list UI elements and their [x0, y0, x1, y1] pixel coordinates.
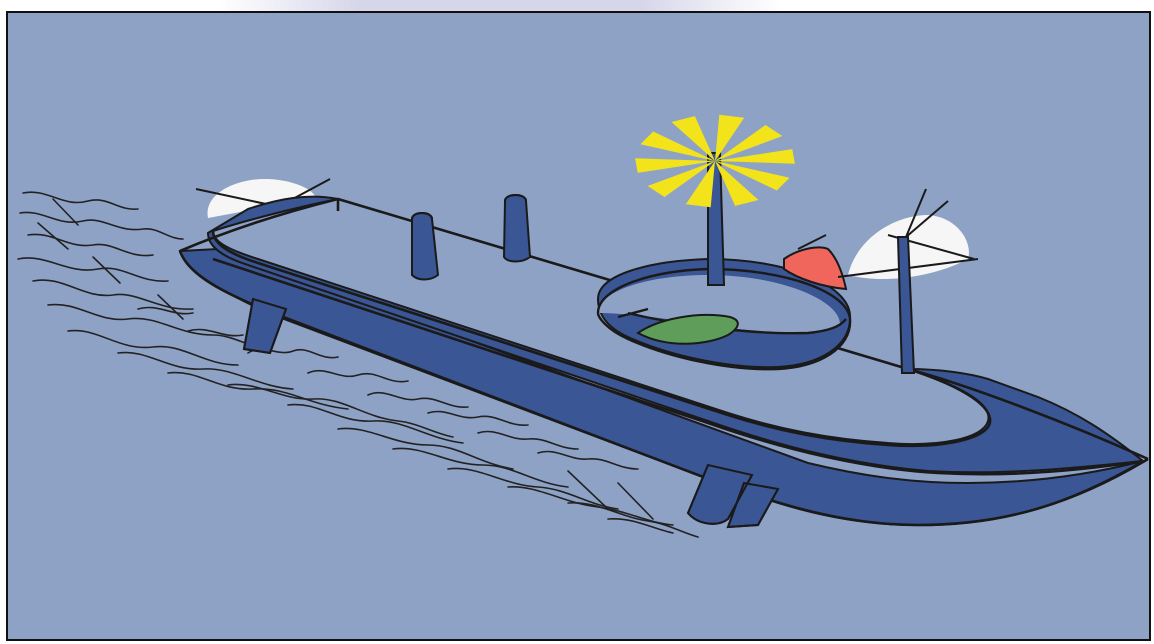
- top-strip-tint: [220, 0, 780, 11]
- top-strip: [0, 0, 1154, 11]
- vessel-lights-illustration: [8, 13, 1151, 641]
- illustration-frame: [6, 11, 1151, 641]
- deck-vent: [504, 195, 530, 262]
